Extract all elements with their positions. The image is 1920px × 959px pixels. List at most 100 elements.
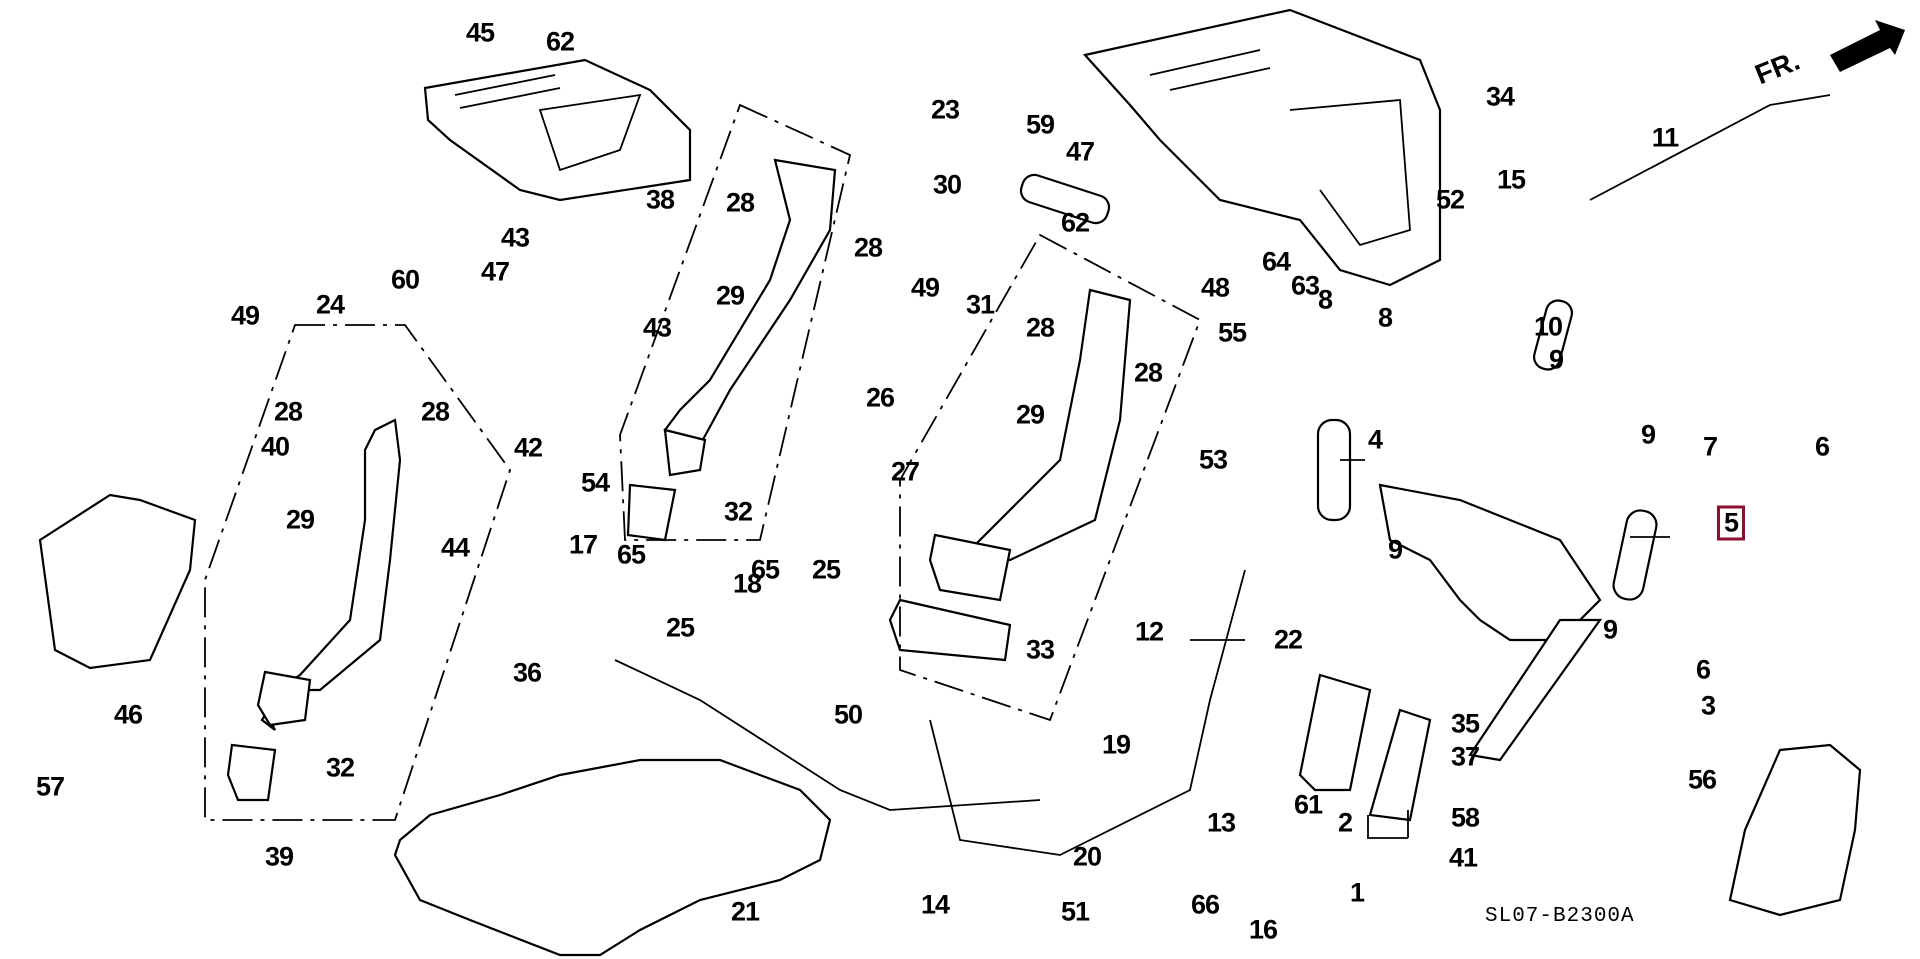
callout-10[interactable]: 10 — [1533, 311, 1563, 342]
callout-59[interactable]: 59 — [1025, 109, 1055, 140]
callout-66[interactable]: 66 — [1190, 889, 1220, 920]
pedal-bracket-34[interactable] — [1082, 8, 1442, 287]
callout-28[interactable]: 28 — [1025, 312, 1055, 343]
callout-28[interactable]: 28 — [273, 396, 303, 427]
callout-64[interactable]: 64 — [1261, 246, 1291, 277]
callout-8[interactable]: 8 — [1317, 284, 1333, 315]
callout-32[interactable]: 32 — [723, 496, 753, 527]
callout-44[interactable]: 44 — [440, 532, 470, 563]
callout-30[interactable]: 30 — [932, 169, 962, 200]
callout-28[interactable]: 28 — [1133, 357, 1163, 388]
callout-43[interactable]: 43 — [500, 222, 530, 253]
callout-29[interactable]: 29 — [1015, 399, 1045, 430]
bracket-3[interactable] — [1728, 743, 1862, 917]
callout-7[interactable]: 7 — [1702, 431, 1718, 462]
spring-30[interactable] — [1018, 172, 1112, 226]
callout-12[interactable]: 12 — [1134, 616, 1164, 647]
callout-11[interactable]: 11 — [1651, 122, 1680, 153]
callout-9[interactable]: 9 — [1602, 614, 1618, 645]
throttle-cable-11[interactable] — [1589, 94, 1831, 201]
spring-4[interactable] — [1316, 418, 1352, 522]
callout-25[interactable]: 25 — [665, 612, 695, 643]
callout-63[interactable]: 63 — [1290, 270, 1320, 301]
callout-6[interactable]: 6 — [1814, 431, 1830, 462]
callout-29[interactable]: 29 — [285, 504, 315, 535]
callout-15[interactable]: 15 — [1496, 164, 1526, 195]
callout-29[interactable]: 29 — [715, 280, 745, 311]
callout-28[interactable]: 28 — [853, 232, 883, 263]
callout-35[interactable]: 35 — [1450, 708, 1480, 739]
callout-57[interactable]: 57 — [35, 771, 65, 802]
callout-6[interactable]: 6 — [1695, 654, 1711, 685]
callout-18[interactable]: 18 — [732, 568, 762, 599]
callout-9[interactable]: 9 — [1548, 344, 1564, 375]
callout-43[interactable]: 43 — [642, 312, 672, 343]
callout-46[interactable]: 46 — [113, 699, 143, 730]
callout-33[interactable]: 33 — [1025, 634, 1055, 665]
callout-37[interactable]: 37 — [1450, 741, 1480, 772]
callout-14[interactable]: 14 — [920, 889, 950, 920]
callout-2[interactable]: 2 — [1337, 807, 1353, 838]
callout-39[interactable]: 39 — [264, 841, 294, 872]
callout-49[interactable]: 49 — [910, 272, 940, 303]
callout-34[interactable]: 34 — [1485, 81, 1515, 112]
callout-41[interactable]: 41 — [1448, 842, 1478, 873]
pedal-26[interactable] — [626, 158, 837, 542]
callout-5[interactable]: 5 — [1716, 505, 1746, 541]
callout-16[interactable]: 16 — [1248, 914, 1278, 945]
callout-1[interactable]: 1 — [1349, 877, 1365, 908]
callout-62[interactable]: 62 — [545, 26, 575, 57]
callout-55[interactable]: 55 — [1217, 317, 1247, 348]
pedal-27[interactable] — [888, 288, 1132, 662]
callout-42[interactable]: 42 — [513, 432, 543, 463]
callout-48[interactable]: 48 — [1200, 272, 1230, 303]
callout-3[interactable]: 3 — [1700, 690, 1716, 721]
callout-17[interactable]: 17 — [568, 529, 598, 560]
callout-31[interactable]: 31 — [965, 289, 995, 320]
callout-24[interactable]: 24 — [315, 289, 345, 320]
cable-12[interactable] — [929, 569, 1246, 856]
callout-4[interactable]: 4 — [1367, 424, 1383, 455]
callout-26[interactable]: 26 — [865, 382, 895, 413]
callout-36[interactable]: 36 — [512, 657, 542, 688]
callout-52[interactable]: 52 — [1435, 184, 1465, 215]
callout-47[interactable]: 47 — [480, 256, 510, 287]
callout-47[interactable]: 47 — [1065, 136, 1095, 167]
callout-25[interactable]: 25 — [811, 554, 841, 585]
spring-10[interactable] — [1531, 298, 1574, 372]
callout-45[interactable]: 45 — [465, 17, 495, 48]
callout-28[interactable]: 28 — [420, 396, 450, 427]
callout-51[interactable]: 51 — [1060, 896, 1090, 927]
callout-61[interactable]: 61 — [1293, 789, 1323, 820]
callout-53[interactable]: 53 — [1198, 444, 1228, 475]
callout-8[interactable]: 8 — [1377, 302, 1393, 333]
callout-28[interactable]: 28 — [725, 187, 755, 218]
callout-58[interactable]: 58 — [1450, 802, 1480, 833]
callout-56[interactable]: 56 — [1687, 764, 1717, 795]
callout-49[interactable]: 49 — [230, 300, 260, 331]
callout-38[interactable]: 38 — [645, 184, 675, 215]
clutch-pedal-39[interactable] — [226, 418, 402, 802]
pedal-bracket-45[interactable] — [423, 58, 692, 202]
callout-40[interactable]: 40 — [260, 431, 290, 462]
cable-main[interactable] — [614, 659, 1041, 811]
callout-13[interactable]: 13 — [1206, 807, 1236, 838]
accelerator-pedal-1[interactable] — [1298, 483, 1603, 822]
callout-27[interactable]: 27 — [890, 456, 920, 487]
callout-22[interactable]: 22 — [1273, 624, 1303, 655]
callout-54[interactable]: 54 — [580, 467, 610, 498]
callout-32[interactable]: 32 — [325, 752, 355, 783]
callout-65[interactable]: 65 — [750, 554, 780, 585]
callout-65[interactable]: 65 — [616, 539, 646, 570]
callout-62[interactable]: 62 — [1060, 207, 1090, 238]
callout-20[interactable]: 20 — [1072, 841, 1102, 872]
callout-19[interactable]: 19 — [1101, 729, 1131, 760]
callout-60[interactable]: 60 — [390, 264, 420, 295]
callout-9[interactable]: 9 — [1640, 419, 1656, 450]
callout-50[interactable]: 50 — [833, 699, 863, 730]
spring-5[interactable] — [1611, 508, 1659, 602]
heel-pad-46[interactable] — [38, 493, 197, 670]
callout-21[interactable]: 21 — [730, 896, 760, 927]
callout-23[interactable]: 23 — [930, 94, 960, 125]
callout-9[interactable]: 9 — [1387, 534, 1403, 565]
